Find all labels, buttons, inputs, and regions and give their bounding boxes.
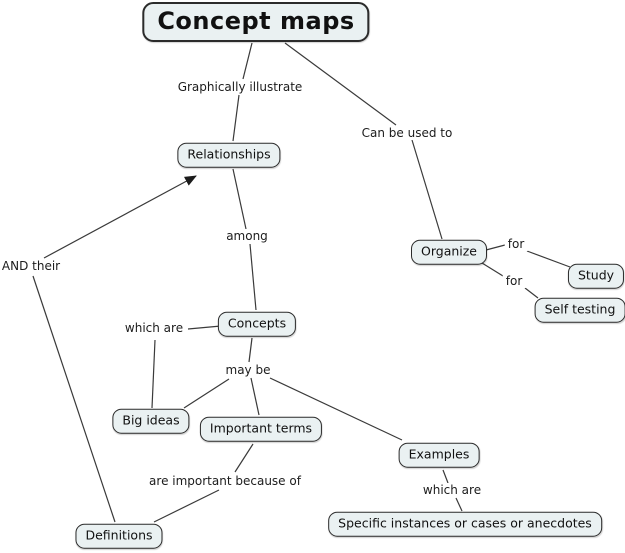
connector-line-4 (232, 168, 247, 230)
link-label-can-be-used-to[interactable]: Can be used to (358, 126, 456, 140)
connector-line-12 (250, 377, 260, 416)
connector-line-9 (151, 339, 156, 409)
connector-line-5 (249, 243, 257, 311)
connector-line-18 (485, 244, 506, 251)
connector-line-17 (153, 489, 220, 523)
connector-line-15 (455, 497, 463, 512)
node-important-terms[interactable]: Important terms (199, 416, 323, 442)
connector-lines (32, 42, 571, 523)
connector-line-7 (32, 275, 116, 523)
link-label-graphically-illustrate[interactable]: Graphically illustrate (174, 80, 306, 94)
connector-line-11 (248, 337, 253, 363)
link-label-which-are-examples[interactable]: which are (419, 483, 485, 497)
node-organize[interactable]: Organize (411, 239, 487, 265)
connector-line-21 (524, 287, 539, 299)
node-concepts[interactable]: Concepts (217, 311, 297, 337)
connector-line-19 (526, 250, 571, 268)
node-study[interactable]: Study (567, 263, 625, 289)
node-definitions[interactable]: Definitions (75, 523, 163, 549)
node-big-ideas[interactable]: Big ideas (112, 408, 190, 434)
connector-line-6 (43, 175, 197, 259)
connector-line-1 (232, 94, 240, 142)
node-concept-maps[interactable]: Concept maps (142, 2, 370, 42)
node-specific-instances[interactable]: Specific instances or cases or anecdotes (328, 511, 602, 537)
node-self-testing[interactable]: Self testing (534, 297, 625, 323)
connector-line-16 (234, 443, 254, 473)
link-label-for-study[interactable]: for (504, 237, 528, 251)
connector-line-10 (183, 378, 230, 409)
connector-line-8 (187, 325, 222, 330)
link-label-are-important-because-of[interactable]: are important because of (146, 474, 304, 488)
connector-line-20 (481, 262, 504, 277)
connector-line-0 (242, 42, 253, 80)
connector-line-3 (411, 139, 443, 240)
node-examples[interactable]: Examples (398, 442, 480, 468)
node-relationships[interactable]: Relationships (177, 142, 281, 168)
link-label-among[interactable]: among (223, 229, 271, 243)
link-label-for-self-testing[interactable]: for (502, 274, 526, 288)
link-label-and-their[interactable]: AND their (0, 259, 64, 273)
link-label-which-are-concepts[interactable]: which are (121, 321, 187, 335)
connector-line-14 (442, 469, 449, 484)
link-label-may-be[interactable]: may be (222, 363, 274, 377)
